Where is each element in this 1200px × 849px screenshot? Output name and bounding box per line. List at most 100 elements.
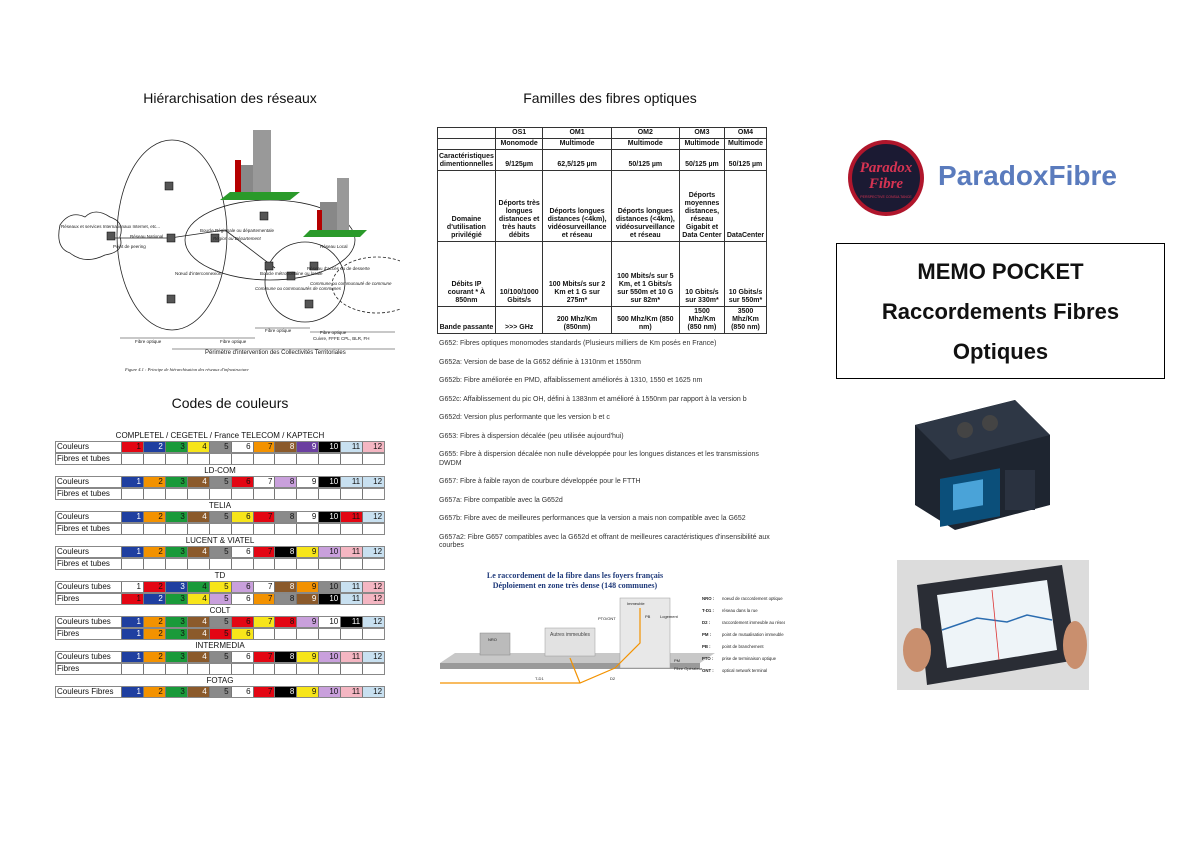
color-swatch: 10 bbox=[318, 617, 341, 627]
label-fibre-types: Cuivre, FFFE CPL, BLR, FH bbox=[313, 336, 370, 341]
color-swatch: 3 bbox=[164, 547, 187, 557]
fiber-note: G657a2: Fibre G657 compatibles avec la G… bbox=[439, 533, 770, 550]
otdr-device-image bbox=[897, 560, 1089, 690]
color-swatch bbox=[252, 489, 275, 499]
color-row-label: Fibres bbox=[57, 664, 80, 673]
color-swatch bbox=[340, 664, 362, 674]
color-swatch bbox=[362, 664, 384, 674]
color-swatch: 9 bbox=[296, 442, 319, 452]
color-swatch: 1 bbox=[121, 687, 143, 697]
color-swatch bbox=[340, 454, 362, 464]
color-swatch: 6 bbox=[230, 629, 253, 639]
color-swatch: 6 bbox=[230, 442, 253, 452]
color-group-title: TELIA bbox=[55, 500, 385, 511]
families-cell: Déports moyennes distances, réseau Gigab… bbox=[678, 170, 725, 242]
color-swatch: 4 bbox=[186, 652, 209, 662]
color-swatch: 2 bbox=[142, 629, 165, 639]
label-reseaux: Réseaux et services Internationaux Inter… bbox=[61, 224, 160, 229]
color-swatch: 7 bbox=[252, 512, 275, 522]
families-cell: 50/125 µm bbox=[678, 149, 725, 171]
families-cell: Déports longues distances (<4km), vidéos… bbox=[542, 170, 612, 242]
color-row-label: Couleurs bbox=[57, 512, 90, 521]
color-swatch: 4 bbox=[186, 594, 209, 604]
logo-name: ParadoxFibre bbox=[938, 160, 1117, 191]
logo-mark-icon: Paradox Fibre PERSPECTIVE CONSULTANCE bbox=[848, 140, 924, 216]
ftth-legend-value: point de mutualisation immeuble bbox=[722, 632, 784, 637]
memo-line2: Raccordements Fibres bbox=[881, 299, 1120, 324]
color-swatch: 8 bbox=[274, 582, 297, 592]
color-swatch bbox=[340, 629, 362, 639]
svg-text:Immeuble: Immeuble bbox=[627, 601, 645, 606]
color-swatch bbox=[208, 489, 231, 499]
color-swatch: 8 bbox=[274, 442, 297, 452]
color-swatch bbox=[208, 454, 231, 464]
color-swatch: 11 bbox=[340, 687, 363, 697]
fiber-note: G657a: Fibre compatible avec la G652d bbox=[439, 496, 563, 504]
color-swatch: 2 bbox=[142, 442, 165, 452]
memo-line1: MEMO POCKET bbox=[917, 259, 1084, 284]
families-row-header: Domaine d'utilisation privilégié bbox=[437, 170, 496, 242]
color-swatch: 3 bbox=[164, 594, 187, 604]
color-swatch: 7 bbox=[252, 547, 275, 557]
fiber-note: G652b: Fibre améliorée en PMD, affaiblis… bbox=[439, 377, 703, 384]
color-swatch bbox=[274, 524, 296, 534]
color-row-label: Fibres et tubes bbox=[57, 524, 110, 533]
svg-text:PERSPECTIVE CONSULTANCE: PERSPECTIVE CONSULTANCE bbox=[860, 195, 912, 199]
color-swatch bbox=[121, 524, 143, 534]
color-swatch: 1 bbox=[121, 582, 143, 592]
families-cell: 62,5/125 µm bbox=[542, 149, 612, 171]
families-cell: 100 Mbits/s sur 5 Km, et 1 Gbits/s sur 5… bbox=[610, 241, 680, 307]
families-cell: 10/100/1000 Gbits/s bbox=[494, 241, 544, 307]
color-swatch bbox=[142, 454, 165, 464]
families-cell: 1500 Mhz/Km (850 nm) bbox=[678, 306, 725, 334]
color-swatch: 12 bbox=[362, 687, 385, 697]
color-swatch bbox=[252, 664, 275, 674]
ftth-diagram: Le raccordement de la fibre dans les foy… bbox=[440, 571, 785, 684]
color-row-label: Couleurs bbox=[57, 547, 90, 556]
families-cell: Multimode bbox=[678, 138, 725, 150]
color-swatch: 11 bbox=[340, 582, 363, 592]
color-swatch: 5 bbox=[208, 617, 231, 627]
fiber-note: G652d: Version plus performante que les … bbox=[439, 414, 610, 421]
color-swatch bbox=[274, 629, 296, 639]
svg-text:Fibre Opérateur: Fibre Opérateur bbox=[674, 666, 703, 671]
color-swatch bbox=[142, 524, 165, 534]
color-row-label: Fibres et tubes bbox=[57, 454, 110, 463]
color-swatch: 4 bbox=[186, 582, 209, 592]
label-fibre-4: Fibre optique bbox=[320, 330, 347, 335]
svg-text:NRO: NRO bbox=[488, 637, 497, 642]
color-swatch: 7 bbox=[252, 687, 275, 697]
color-swatch: 7 bbox=[252, 442, 275, 452]
color-swatch bbox=[274, 664, 296, 674]
color-swatch bbox=[362, 524, 384, 534]
color-swatch: 6 bbox=[230, 687, 253, 697]
color-swatch: 1 bbox=[121, 512, 143, 522]
color-row: Fibres et tubes bbox=[55, 453, 385, 465]
color-swatch: 9 bbox=[296, 687, 319, 697]
label-reseau-local: Réseau Local bbox=[320, 244, 348, 249]
color-swatch: 11 bbox=[340, 652, 363, 662]
color-swatch bbox=[362, 489, 384, 499]
color-swatch: 3 bbox=[164, 617, 187, 627]
families-cell: Déports longues distances (<4km), vidéos… bbox=[610, 170, 680, 242]
color-swatch: 4 bbox=[186, 512, 209, 522]
color-row-label: Fibres et tubes bbox=[57, 489, 110, 498]
color-swatch: 3 bbox=[164, 512, 187, 522]
ftth-legend-value: réseau dans la rue bbox=[722, 608, 758, 613]
families-cell: 50/125 µm bbox=[723, 149, 768, 171]
color-swatch: 9 bbox=[296, 617, 319, 627]
color-swatch bbox=[296, 489, 318, 499]
color-swatch: 12 bbox=[362, 512, 385, 522]
color-swatch: 10 bbox=[318, 652, 341, 662]
color-swatch bbox=[318, 664, 340, 674]
svg-text:D2: D2 bbox=[610, 676, 616, 681]
label-fibre-2: Fibre optique bbox=[220, 339, 247, 344]
ftth-autres: Autres immeubles bbox=[550, 632, 591, 638]
color-swatch: 1 bbox=[121, 477, 143, 487]
